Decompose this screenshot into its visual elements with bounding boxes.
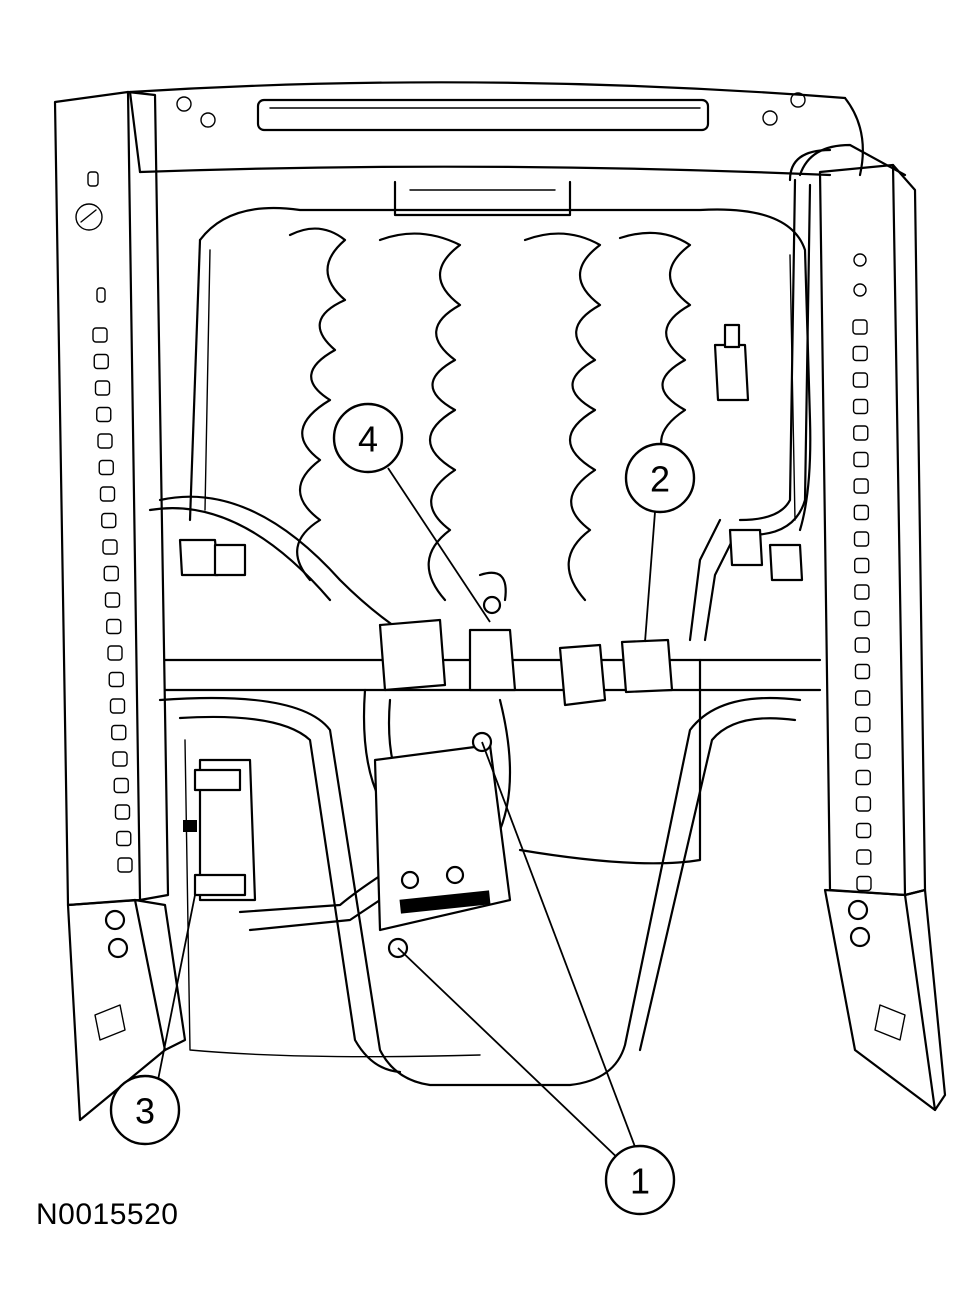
rail-slot: [853, 425, 869, 441]
rail-slot: [856, 875, 872, 892]
seat-side-brackets: [178, 538, 804, 582]
figure-id: N0015520: [36, 1198, 179, 1231]
connector-center: [378, 571, 517, 692]
callout-1: 1: [604, 1144, 676, 1216]
rail-slot: [856, 849, 872, 865]
rail-slot: [852, 398, 869, 415]
leader-4: [387, 467, 491, 623]
rail-slot: [114, 804, 131, 820]
rail-slot: [854, 663, 871, 680]
wire-harness: [148, 143, 907, 932]
callout-3-label: 3: [135, 1091, 155, 1132]
leader-2: [644, 511, 656, 643]
rail-slot: [112, 751, 128, 767]
rail-slot: [854, 637, 870, 653]
rail-slot: [852, 372, 869, 388]
callout-1-label: 1: [630, 1161, 650, 1202]
rail-slot: [98, 459, 114, 476]
rail-slot: [106, 618, 122, 635]
rail-slot: [853, 504, 870, 521]
rail-slot: [108, 671, 124, 688]
connector-left: [183, 758, 257, 902]
rail-slot: [855, 769, 871, 786]
leader-3: [157, 894, 196, 1081]
rail-slot: [99, 486, 116, 502]
rail-slot: [116, 830, 132, 847]
rail-slot: [107, 645, 123, 661]
rail-slot: [855, 796, 872, 812]
rail-slot: [854, 584, 870, 600]
leader-lines: [157, 467, 656, 1166]
callout-4-label: 4: [358, 419, 378, 460]
callout-3: 3: [109, 1074, 181, 1146]
rail-slot: [96, 406, 112, 423]
rail-slot: [855, 716, 871, 733]
rail-slot: [113, 777, 129, 794]
leader-1b: [397, 947, 626, 1166]
rail-slot: [854, 610, 870, 627]
rail-slot: [853, 451, 869, 468]
rail-slot: [102, 539, 118, 555]
rail-slot: [104, 592, 121, 608]
rail-slot: [103, 565, 119, 582]
left-seat-rail: [53, 90, 187, 1122]
seat-frame: [128, 81, 864, 217]
callout-2: 2: [624, 442, 696, 514]
rail-slot: [853, 531, 870, 547]
rail-slot: [92, 327, 108, 343]
connector-right: [558, 323, 764, 707]
rail-slot: [117, 857, 133, 873]
rail-slot: [855, 743, 871, 759]
rail-slot: [853, 478, 869, 494]
rail-slot: [101, 512, 117, 529]
seat-module: [373, 731, 512, 959]
rail-slot: [97, 433, 113, 449]
rail-slot: [93, 353, 109, 370]
rail-slot: [854, 690, 871, 706]
rail-slot: [94, 380, 111, 396]
callout-4: 4: [332, 402, 404, 474]
right-seat-rail: [818, 163, 947, 1112]
callout-2-label: 2: [650, 459, 670, 500]
rail-slot: [855, 822, 872, 839]
rail-slot: [852, 319, 868, 335]
rail-slot: [111, 724, 127, 741]
seat-cushion-pan: [188, 206, 812, 602]
rail-slot: [854, 557, 870, 574]
rail-slot: [852, 345, 868, 362]
leader-1a: [481, 741, 641, 1161]
rail-slot: [109, 698, 126, 714]
